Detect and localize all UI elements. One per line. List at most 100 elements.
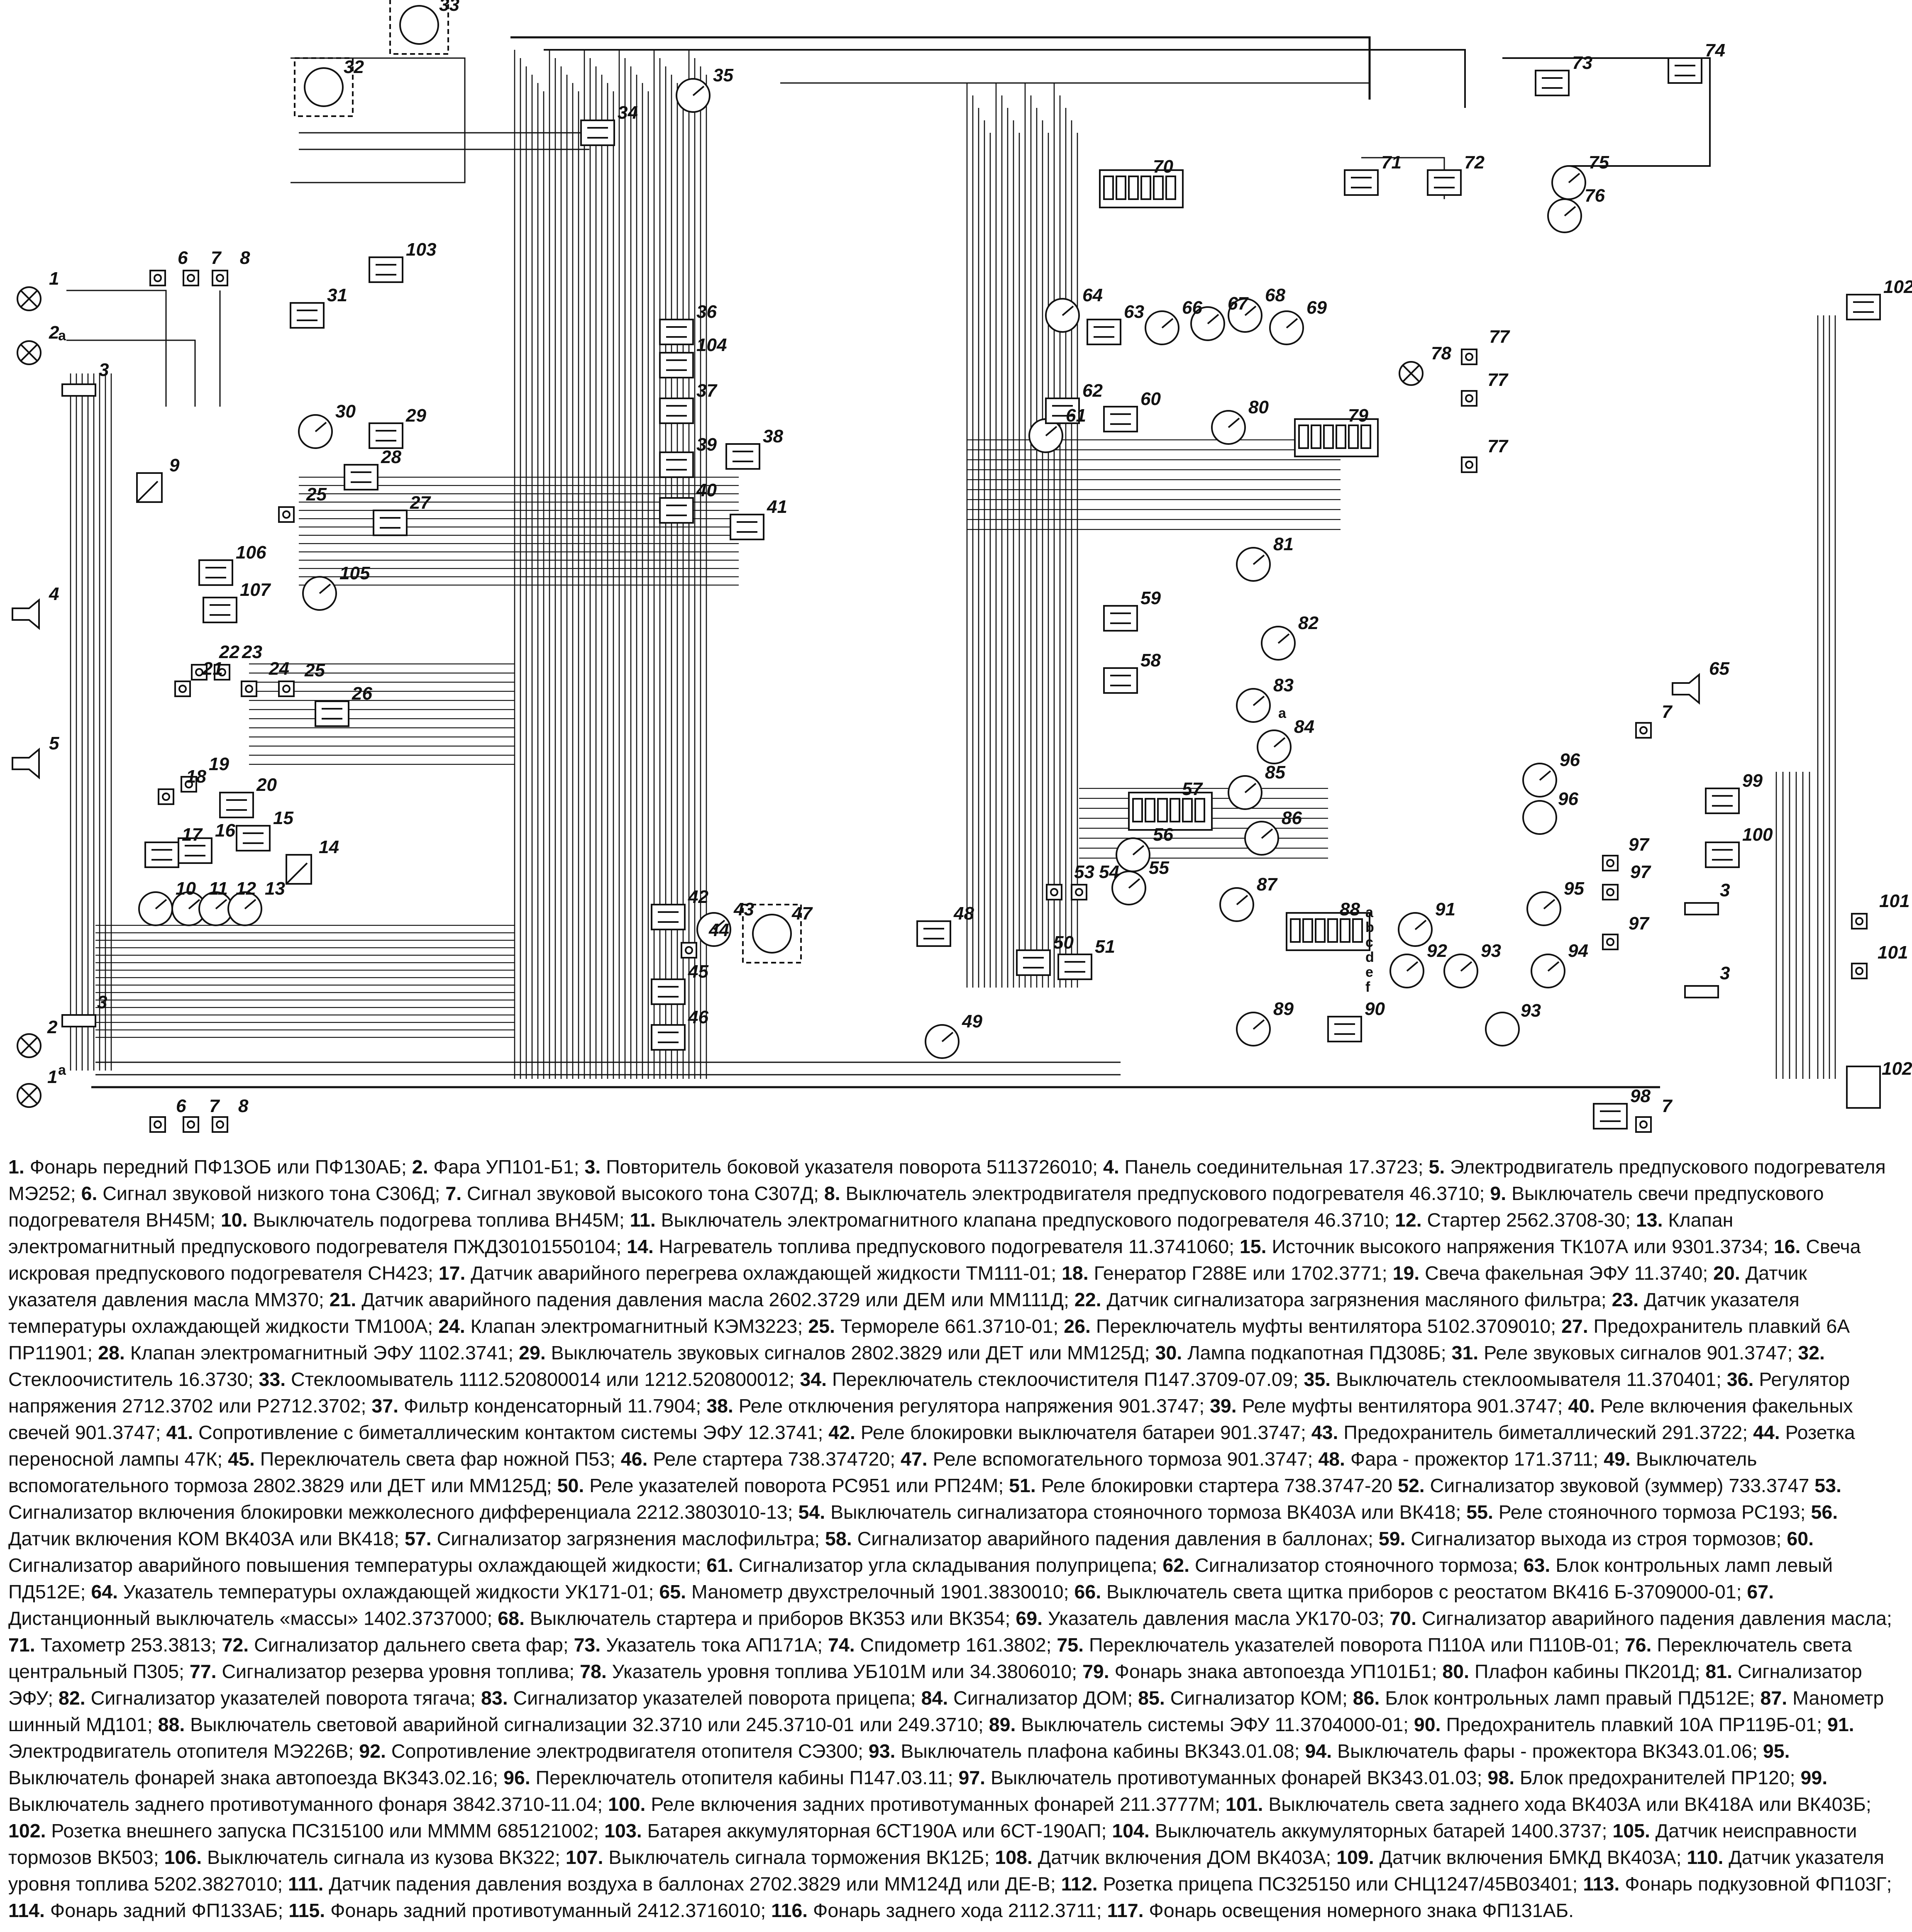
wire [66, 290, 167, 407]
component-2 [17, 340, 42, 365]
gauge-needle-icon [188, 899, 200, 910]
legend-item-text: Сигнализатор аварийного падения давления… [852, 1528, 1379, 1549]
component-label: 3 [99, 360, 109, 380]
component-31 [290, 302, 325, 329]
connector-icon [1851, 963, 1868, 979]
connector-pin-icon [162, 793, 170, 801]
relay-box-icon [178, 837, 212, 864]
connector-icon [1071, 884, 1087, 900]
component-96 [1522, 763, 1557, 798]
component-label: 77 [1489, 327, 1510, 347]
legend-item: 61. Сигнализатор угла складывания полупр… [706, 1554, 1162, 1576]
component-label: 73 [1572, 53, 1592, 73]
terminal-icon [1165, 176, 1176, 200]
legend-item-text: Датчик сигнализатора загрязнения масляно… [1101, 1289, 1612, 1310]
legend-item-text: Выключатель вспомогательного тормоза 280… [8, 1448, 1757, 1496]
component-38 [725, 443, 760, 470]
wire-label: a [58, 1062, 66, 1078]
relay-contacts-icon [587, 127, 608, 139]
legend-item-number: 83. [481, 1687, 508, 1709]
legend-item-number: 33. [259, 1368, 286, 1390]
component-68 [1228, 298, 1262, 333]
terminal-icon [1340, 918, 1350, 943]
legend-item: 88. Выключатель световой аварийной сигна… [158, 1714, 989, 1735]
component-label: 82 [1298, 613, 1319, 633]
component-label: 49 [962, 1011, 982, 1032]
relay-box-icon [1705, 842, 1740, 868]
relay-contacts-icon [1853, 301, 1874, 313]
gauge-needle-icon [692, 85, 705, 96]
legend-item-number: 21. [329, 1289, 357, 1310]
legend-item: 54. Выключатель сигнализатора стояночног… [798, 1501, 1467, 1523]
legend-item-number: 89. [989, 1714, 1016, 1735]
legend-item: 39. Реле муфты вентилятора 901.3747; [1210, 1395, 1568, 1417]
legend-item: 82. Сигнализатор указателей поворота тяг… [59, 1687, 481, 1709]
legend-item-text: Выключатель световой аварийной сигнализа… [185, 1714, 989, 1735]
legend-item-number: 102. [8, 1820, 46, 1842]
component-label: 81 [1273, 534, 1294, 554]
connector-pin-icon [282, 685, 291, 693]
component-label: 41 [767, 497, 787, 517]
legend-item-text: Блок контрольных ламп правый ПД512Е; [1380, 1687, 1761, 1709]
legend-item-text: Выключатель света заднего хода ВК403А ил… [1263, 1793, 1871, 1815]
component-6 [149, 1116, 166, 1133]
connector-icon [1046, 884, 1062, 900]
relay-contacts-icon [243, 832, 264, 844]
relay-box-icon [659, 451, 694, 478]
relay-box-icon [315, 700, 349, 727]
connector-icon [149, 1116, 166, 1133]
component-96 [1522, 800, 1557, 835]
legend-item-text: Фонарь заднего хода 2112.3711; [808, 1900, 1107, 1921]
component-label: 74 [1705, 40, 1725, 61]
terminal-icon [1194, 798, 1205, 822]
component-label: 1 [47, 1067, 57, 1087]
component-label: 102 [1883, 277, 1912, 297]
legend-item-number: 28. [98, 1342, 125, 1364]
component-1 [17, 286, 42, 311]
component-label: 98 [1630, 1086, 1651, 1106]
legend-item-text: Датчик включения ДОМ ВК403А; [1032, 1847, 1337, 1868]
connector-icon [241, 681, 257, 697]
legend-item-number: 115. [288, 1900, 325, 1921]
component-37 [659, 398, 694, 424]
legend-item-text: Спидометр 161.3802; [855, 1634, 1057, 1656]
component-28 [344, 464, 378, 490]
component-label: 51 [1095, 937, 1115, 957]
component-80 [1211, 410, 1246, 445]
component-label: 2 [47, 1017, 58, 1037]
terminal-icon [1140, 176, 1151, 200]
component-label: 107 [240, 580, 271, 600]
relay-box-icon [730, 514, 764, 540]
motor-icon [752, 914, 792, 954]
component-45 [651, 978, 686, 1005]
component-33 [389, 0, 449, 55]
horn-icon [12, 598, 40, 630]
legend-item-text: Датчик указателя уровня топлива 5202.382… [8, 1847, 1884, 1895]
legend-item: 43. Предохранитель биметаллический 291.3… [1311, 1422, 1753, 1443]
component-label: 79 [1348, 405, 1368, 426]
component-label: 8 [238, 1096, 249, 1116]
component-label: 60 [1140, 389, 1161, 409]
component-56 [1116, 837, 1150, 872]
gauge-needle-icon [319, 583, 331, 594]
wire [544, 49, 1466, 108]
switch-lever-icon [286, 862, 308, 885]
legend-item: 97. Выключатель противотуманных фонарей … [958, 1767, 1487, 1788]
component-100 [1705, 842, 1740, 868]
connector-icon [1461, 349, 1477, 365]
legend-item-number: 81. [1705, 1661, 1733, 1682]
legend-item-text: Датчик указателя температуры охлаждающей… [8, 1289, 1800, 1337]
fuse-letter: e [1365, 964, 1373, 980]
component-label: 44 [708, 920, 729, 940]
legend-item-text: Фара УП101-Б1; [428, 1156, 585, 1178]
component-label: 33 [439, 0, 459, 15]
legend-item-number: 51. [1009, 1475, 1036, 1496]
component-75 [1551, 165, 1586, 200]
legend-item-text: Выключатель сигнализатора стояночного то… [825, 1501, 1467, 1523]
legend-item-text: Сигнализатор стояночного тормоза; [1189, 1554, 1524, 1576]
relay-box-icon [1846, 294, 1881, 320]
component-65 [1672, 673, 1700, 705]
connector-pin-icon [185, 780, 193, 788]
